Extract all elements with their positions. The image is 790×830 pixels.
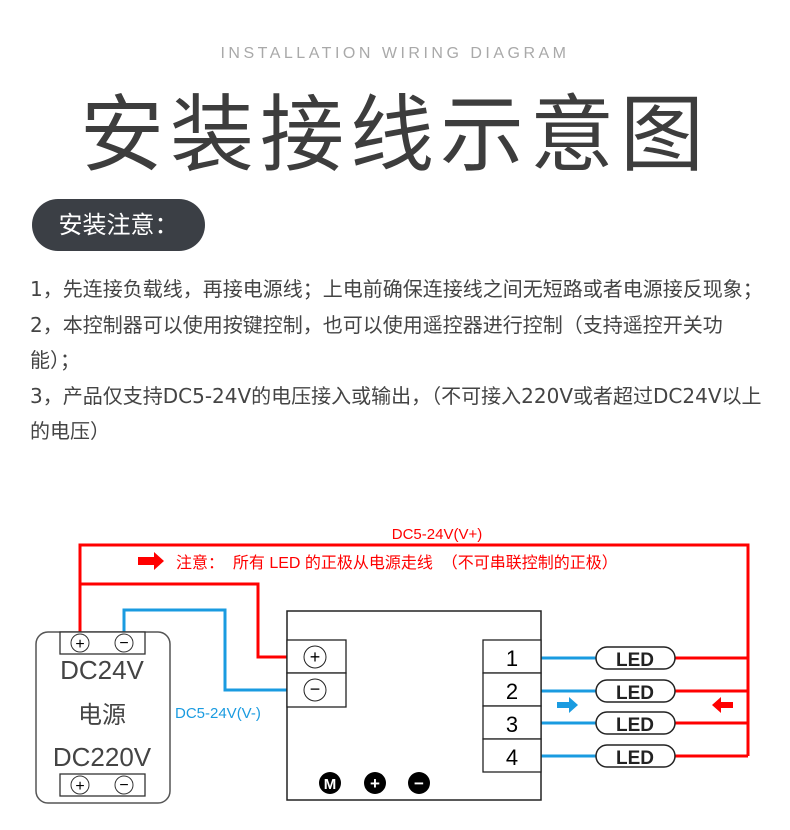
arrow-right-icon [138,552,164,570]
negative-wires [122,608,596,758]
channel-label: 4 [506,745,518,770]
controller-plus-terminal: + [310,647,321,667]
channel-label: 3 [506,712,518,737]
plus-terminal: + [75,636,84,653]
notice-item: 3，产品仅支持DC5-24V的电压接入或输出，（不可接入220V或者超过DC24… [30,383,762,444]
positive-wires [78,543,750,758]
controller: + − 1 2 3 4 M + − [286,610,542,801]
notice-item: 1，先连接负载线，再接电源线；上电前确保连接线之间无短路或者电源接反现象； [30,277,763,301]
power-output-label: DC24V [60,655,144,685]
led-label: LED [616,748,654,769]
led-label: LED [616,715,654,736]
notice-item: 2，本控制器可以使用按键控制，也可以使用遥控器进行控制（支持遥控开关功能）； [30,312,723,373]
warning-text: 注意： 所有 LED 的正极从电源走线 （不可串联控制的正极） [176,553,618,572]
notice-badge: 安装注意： [32,199,205,251]
led-label: LED [616,683,654,704]
vplus-label: DC5-24V(V+) [392,526,482,543]
arrow-left-icon [712,697,733,713]
vminus-label: DC5-24V(V-) [175,705,261,722]
mode-button[interactable]: M [324,776,337,793]
page-title: 安装接线示意图 [79,86,710,184]
decrease-button[interactable]: − [414,774,424,793]
increase-button[interactable]: + [370,774,380,793]
led-label: LED [616,650,654,671]
notice-list: 1，先连接负载线，再接电源线；上电前确保连接线之间无短路或者电源接反现象； 2，… [30,272,765,450]
subtitle: INSTALLATION WIRING DIAGRAM [220,45,570,62]
power-name-label: 电源 [78,702,126,729]
minus-terminal: − [119,635,128,652]
led-group: LED LED LED LED [595,646,676,769]
channel-label: 2 [506,679,518,704]
channel-label: 1 [506,646,518,671]
plus-terminal: + [75,778,84,795]
power-supply: + − DC24V 电源 DC220V + − [35,631,171,804]
power-input-label: DC220V [53,742,152,772]
arrow-right-icon [557,697,578,713]
controller-minus-terminal: − [310,679,321,699]
minus-terminal: − [119,777,128,794]
